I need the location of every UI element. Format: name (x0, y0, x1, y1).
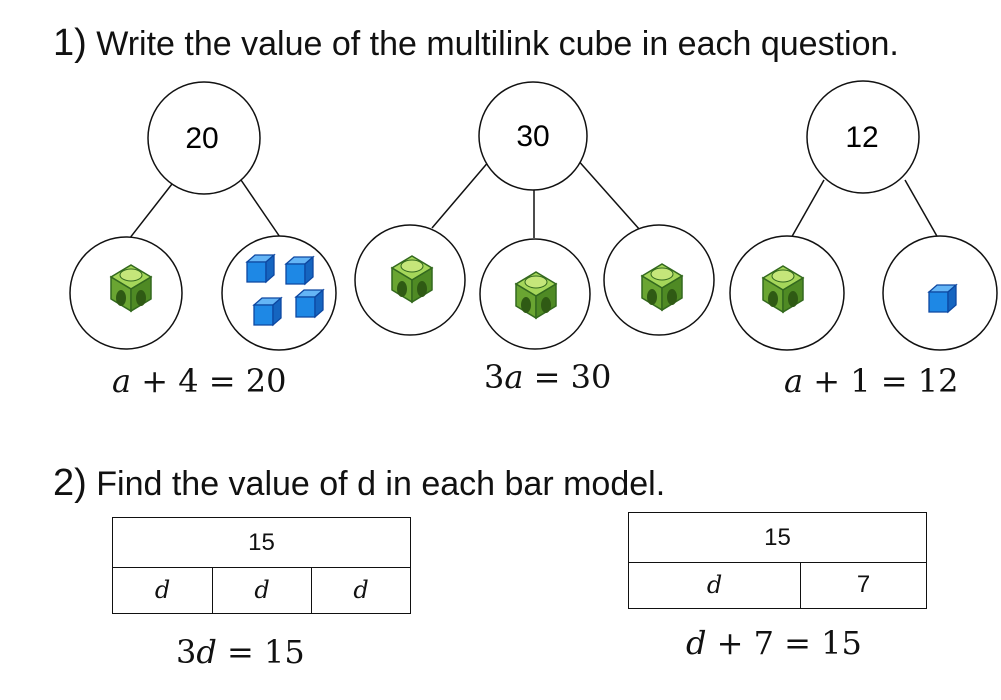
blue-cube-icon (928, 284, 957, 313)
whole-value: 20 (185, 122, 218, 155)
equation-3: a + 1 = 12 (784, 362, 958, 400)
bar-parts: d d d (113, 567, 410, 613)
bar-total: 15 (629, 513, 926, 563)
equation-rest: + 7 = 15 (706, 624, 862, 662)
equation-rest: + 1 = 12 (803, 362, 959, 400)
equation-variable: d (196, 633, 217, 671)
bar-part: d (629, 562, 801, 608)
whole-circle (147, 81, 261, 195)
whole-value: 12 (845, 121, 878, 154)
blue-cube-icon (285, 256, 314, 285)
bar-part: 7 (856, 571, 871, 598)
bar-part: d (213, 567, 312, 613)
equation-1: a + 4 = 20 (112, 362, 286, 400)
question-2-text: Find the value of d in each bar model. (96, 465, 666, 503)
diagram-2: 30 (354, 81, 715, 350)
question-2-number: 2) (53, 462, 87, 504)
equation-rest: + 4 = 20 (131, 362, 287, 400)
bar-total: 15 (113, 518, 410, 568)
blue-cube-icon (246, 254, 275, 283)
whole-circle (478, 81, 588, 191)
equation-coefficient: 3 (484, 358, 505, 396)
question-1-title: 1) Write the value of the multilink cube… (53, 22, 899, 65)
bar-part: d (113, 567, 213, 613)
diagram-3: 12 (729, 80, 998, 351)
equation-rest: = 15 (216, 633, 305, 671)
equation-variable: d (686, 624, 707, 662)
blue-cube-icon (295, 289, 324, 318)
bar-model-1: 15 d d d (112, 517, 411, 614)
equation-rest: = 30 (523, 358, 612, 396)
equation-4: 3d = 15 (176, 633, 305, 671)
blue-cube-icon (253, 297, 282, 326)
question-1-text: Write the value of the multilink cube in… (96, 25, 899, 63)
equation-variable: a (112, 362, 132, 400)
bar-model-2: 15 d 7 (628, 512, 927, 609)
whole-value: 30 (516, 120, 549, 153)
bar-parts: d 7 (629, 562, 926, 608)
equation-coefficient: 3 (176, 633, 197, 671)
diagram-1: 20 (69, 81, 337, 351)
question-2-title: 2) Find the value of d in each bar model… (53, 462, 665, 505)
question-1-number: 1) (53, 22, 87, 64)
bar-part: d (353, 576, 369, 604)
equation-2: 3a = 30 (484, 358, 611, 396)
whole-circle (806, 80, 920, 194)
equation-variable: a (784, 362, 804, 400)
equation-variable: a (504, 358, 524, 396)
equation-5: d + 7 = 15 (686, 624, 862, 662)
